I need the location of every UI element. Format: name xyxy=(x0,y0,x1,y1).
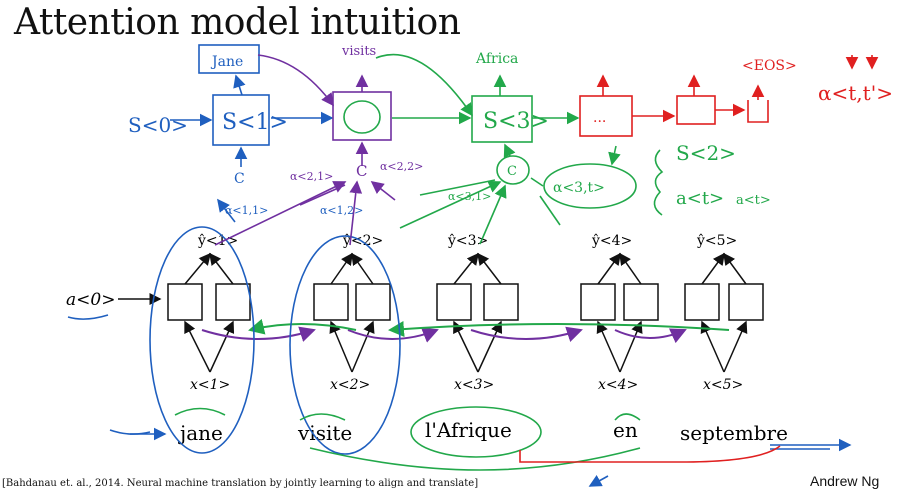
alpha22-label: α<2,2> xyxy=(380,160,423,173)
citation: [Bahdanau et. al., 2014. Neural machine … xyxy=(2,478,479,489)
visits-output-label: visits xyxy=(341,44,376,59)
c2-label: C xyxy=(356,162,367,180)
green-ellipse-alpha3t xyxy=(543,163,637,209)
dots-label: ... xyxy=(593,110,606,126)
s3-label: S<3> xyxy=(483,109,549,134)
red-annotations xyxy=(519,55,879,463)
c1-label: C xyxy=(234,171,245,187)
cell-bwd-5 xyxy=(728,283,764,321)
input-arrows xyxy=(184,320,748,373)
purple-labels: visits C α<2,1> α<2,2> xyxy=(290,44,423,183)
alpha-tt-label: α<t,t'> xyxy=(818,81,893,105)
blue-annotations xyxy=(109,44,852,487)
yhat-label-2: ŷ<2> xyxy=(342,232,383,249)
cell-bwd-4 xyxy=(623,283,659,321)
word-septembre: septembre xyxy=(680,421,788,445)
box-eos xyxy=(747,100,769,123)
box-step-next xyxy=(676,95,716,125)
alpha12-label: α<1,2> xyxy=(320,204,363,217)
box-s1 xyxy=(212,94,270,146)
yhat-label-3: ŷ<3> xyxy=(447,232,488,249)
cell-fwd-5 xyxy=(684,283,720,321)
recurrent-arrows xyxy=(201,318,730,344)
word-en: en xyxy=(613,418,638,442)
rnn-cells xyxy=(167,283,764,321)
box-jane-output xyxy=(198,44,260,74)
word-jane: jane xyxy=(178,421,223,445)
cell-bwd-3 xyxy=(483,283,519,321)
author-name: Andrew Ng xyxy=(810,473,880,489)
green-annotations xyxy=(174,53,664,471)
page-title: Attention model intuition xyxy=(14,2,461,43)
cell-fwd-4 xyxy=(580,283,616,321)
cell-fwd-1 xyxy=(167,283,203,321)
cell-fwd-2 xyxy=(313,283,349,321)
output-arrows xyxy=(184,252,747,285)
x-label-5: x<5> xyxy=(703,377,743,393)
s1-label: S<1> xyxy=(222,110,288,135)
jane-output-label: Jane xyxy=(210,54,243,70)
x-label-4: x<4> xyxy=(598,377,638,393)
yhat-label-4: ŷ<4> xyxy=(591,232,632,249)
brace-a2-label: a<t> xyxy=(736,193,771,208)
a0-label: a<0> xyxy=(66,290,115,310)
s0-label: S<0> xyxy=(128,113,188,137)
green-circle-lafrique xyxy=(410,406,542,458)
blue-circle-visite xyxy=(289,235,401,455)
yhat-label-1: ŷ<1> xyxy=(197,232,238,249)
word-visite: visite xyxy=(297,421,352,445)
c3-label: C xyxy=(507,164,517,179)
brace-s2-label: S<2> xyxy=(676,141,736,165)
encoder: a<0> ŷ<1> ŷ<2> ŷ<3> ŷ<4> ŷ<5> x<1> x<2> … xyxy=(66,232,788,445)
x-label-1: x<1> xyxy=(190,377,230,393)
alpha31-label: α<3,1> xyxy=(448,190,491,203)
yhat-label-5: ŷ<5> xyxy=(696,232,737,249)
box-s3 xyxy=(471,95,533,143)
cell-bwd-1 xyxy=(215,283,251,321)
x-label-3: x<3> xyxy=(454,377,494,393)
cell-fwd-3 xyxy=(436,283,472,321)
green-circle-s2 xyxy=(343,100,381,134)
alpha3t-label: α<3,t> xyxy=(553,180,605,196)
cell-bwd-2 xyxy=(355,283,391,321)
blue-labels: S<0> Jane S<1> C α<1,1> α<1,2> xyxy=(128,54,363,217)
eos-label: <EOS> xyxy=(742,58,797,74)
alpha11-label: α<1,1> xyxy=(225,204,268,217)
red-labels: ... <EOS> α<t,t'> xyxy=(593,58,893,126)
brace-a-label: a<t> xyxy=(676,188,724,209)
x-label-2: x<2> xyxy=(330,377,370,393)
alpha21-label: α<2,1> xyxy=(290,170,333,183)
green-labels: Africa S<3> C α<3,t> α<3,1> S<2> a<t> a<… xyxy=(448,51,771,209)
blue-circle-jane xyxy=(149,226,255,454)
word-lafrique: l'Afrique xyxy=(425,418,512,442)
africa-output-label: Africa xyxy=(475,51,518,67)
purple-annotations xyxy=(214,54,396,246)
a0-underline xyxy=(67,314,109,320)
